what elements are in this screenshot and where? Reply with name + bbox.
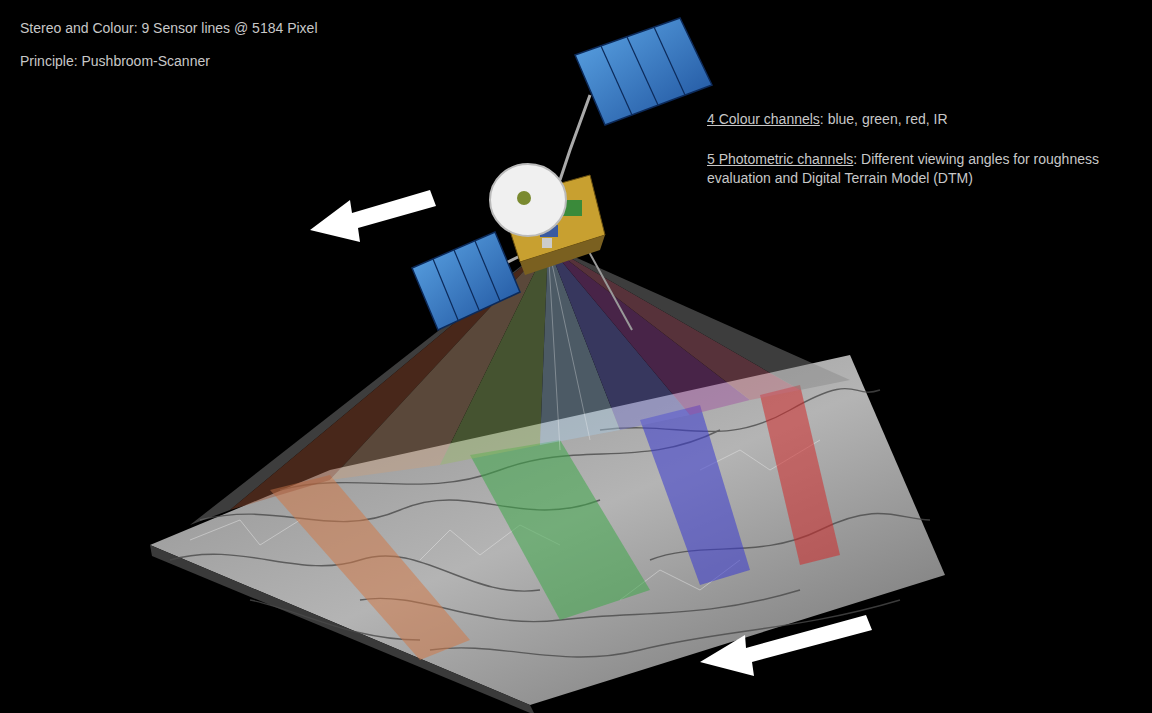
channel-heading: 4 Colour channels	[707, 111, 820, 127]
channel-note: 4 Colour channels: blue, green, red, IR	[707, 110, 1127, 129]
note-line: Principle: Pushbroom-Scanner	[20, 52, 210, 71]
note-text: Stereo and Colour: 9 Sensor lines @ 5184…	[20, 20, 318, 36]
note-line: Stereo and Colour: 9 Sensor lines @ 5184…	[20, 19, 318, 38]
channel-note: 5 Photometric channels: Different viewin…	[707, 150, 1127, 188]
channel-heading: 5 Photometric channels	[707, 151, 853, 167]
note-text: Principle: Pushbroom-Scanner	[20, 53, 210, 69]
channel-text: : blue, green, red, IR	[820, 111, 948, 127]
